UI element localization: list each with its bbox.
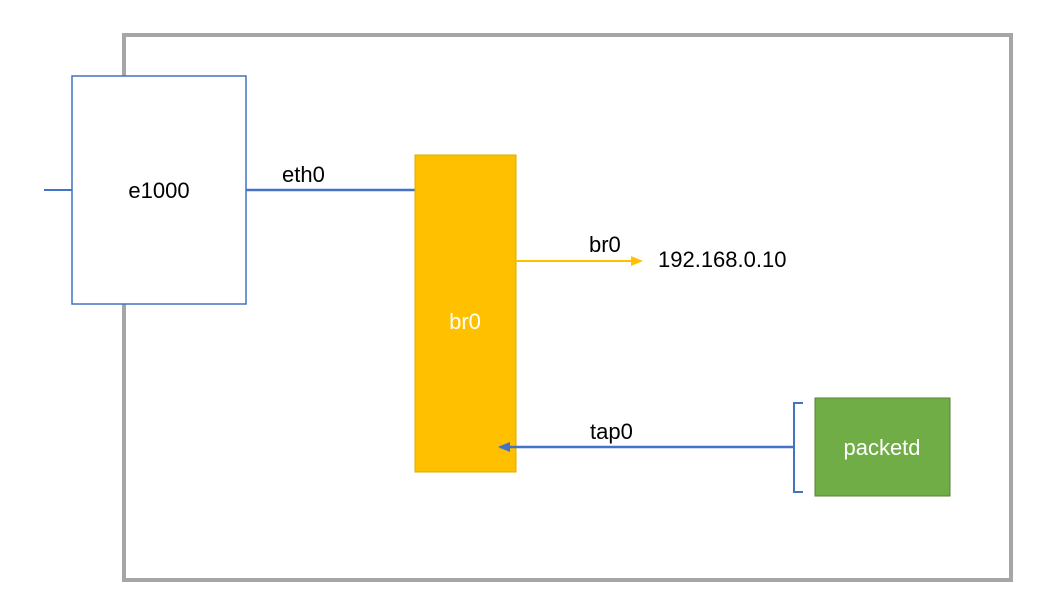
nic-node: e1000 [71,75,247,305]
packetd-label: packetd [843,435,920,460]
nic-box [71,75,247,305]
nic-label: e1000 [128,178,189,203]
packetd-node: packetd [814,397,951,497]
tap0-link: tap0 [498,419,793,452]
packetd-bracket [793,402,803,493]
packetd-box [814,397,951,497]
tap0-label: tap0 [590,419,633,444]
host-boundary [122,33,1013,582]
bridge-node: br0 [414,154,517,473]
bridge-label: br0 [449,309,481,334]
br0-ip-label: br0 [589,232,621,257]
ip-address: 192.168.0.10 [658,247,786,272]
eth0-link: eth0 [246,162,434,195]
bridge-box [414,154,517,473]
eth0-label: eth0 [282,162,325,187]
br0-ip-link: br0 192.168.0.10 [516,232,786,272]
